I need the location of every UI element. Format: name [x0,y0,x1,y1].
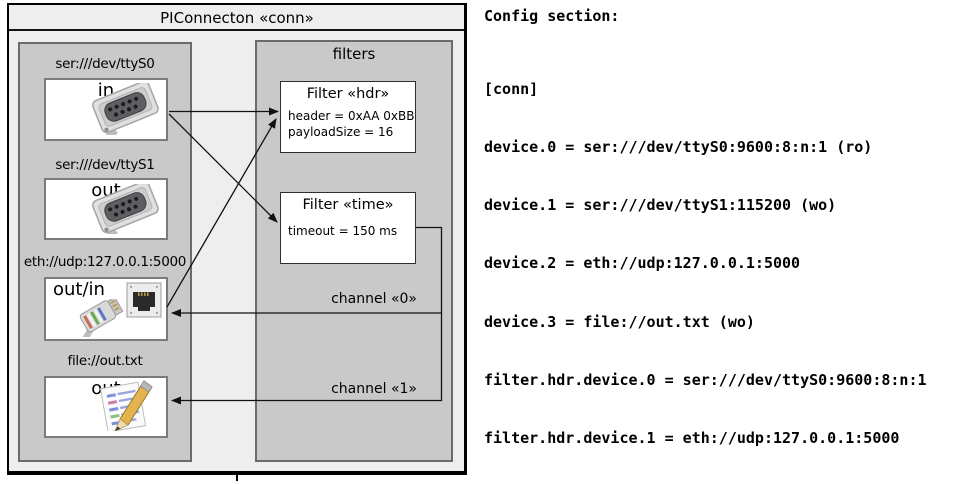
connection-title: PIConnecton «conn» [160,9,314,27]
device-box-file: out [44,376,168,438]
notepad-pencil-icon [96,379,158,435]
device-port-label: out/in [53,279,105,300]
db9-serial-connector-photo [80,180,166,249]
config-line: device.3 = file://out.txt (wo) [484,312,755,331]
device-label-eth: eth://udp:127.0.0.1:5000 [23,254,187,270]
frame-bottom-notch [236,475,238,481]
config-line: device.2 = eth://udp:127.0.0.1:5000 [484,254,801,273]
config-section-text: [conn] device.0 = ser:///dev/ttyS0:9600:… [484,41,936,484]
config-line: device.0 = ser:///dev/ttyS0:9600:8:n:1 (… [484,138,873,157]
device-box-eth: out/in [44,277,168,352]
filters-panel-title: filters [332,45,376,63]
filter-properties: header = 0xAA 0xBB payloadSize = 16 [288,108,415,140]
filter-title: Filter «time» [302,197,394,213]
config-line: filter.hdr.device.1 = eth://udp:127.0.0.… [484,429,900,448]
filter-title: Filter «hdr» [306,86,390,102]
device-label-file: file://out.txt [67,353,143,369]
filter-property: payloadSize = 16 [288,125,394,139]
filter-properties: timeout = 150 ms [288,223,413,239]
filter-property: header = 0xAA 0xBB [288,109,415,123]
device-label-ttys0: ser:///dev/ttyS0 [55,56,155,72]
filter-box-time: Filter «time» timeout = 150 ms [280,192,416,264]
config-line: [conn] [484,79,539,98]
config-line: device.1 = ser:///dev/ttyS1:115200 (wo) [484,196,837,215]
device-box-ttys1: out [44,178,168,249]
device-box-ttys0: in [44,78,168,149]
channel-0-label: channel «0» [331,291,417,307]
config-line: filter.hdr.device.0 = ser:///dev/ttyS0:9… [484,370,927,389]
filter-box-hdr: Filter «hdr» header = 0xAA 0xBB payloadS… [280,81,416,153]
filter-property: timeout = 150 ms [288,224,398,238]
device-label-ttys1: ser:///dev/ttyS1 [55,157,155,173]
rj45-plug-icon [66,296,132,352]
channel-1-label: channel «1» [331,381,417,397]
config-section-heading: Config section: [484,7,620,25]
db9-serial-connector-photo [80,80,166,149]
ethernet-port-icon [126,282,162,322]
title-separator [9,29,464,31]
